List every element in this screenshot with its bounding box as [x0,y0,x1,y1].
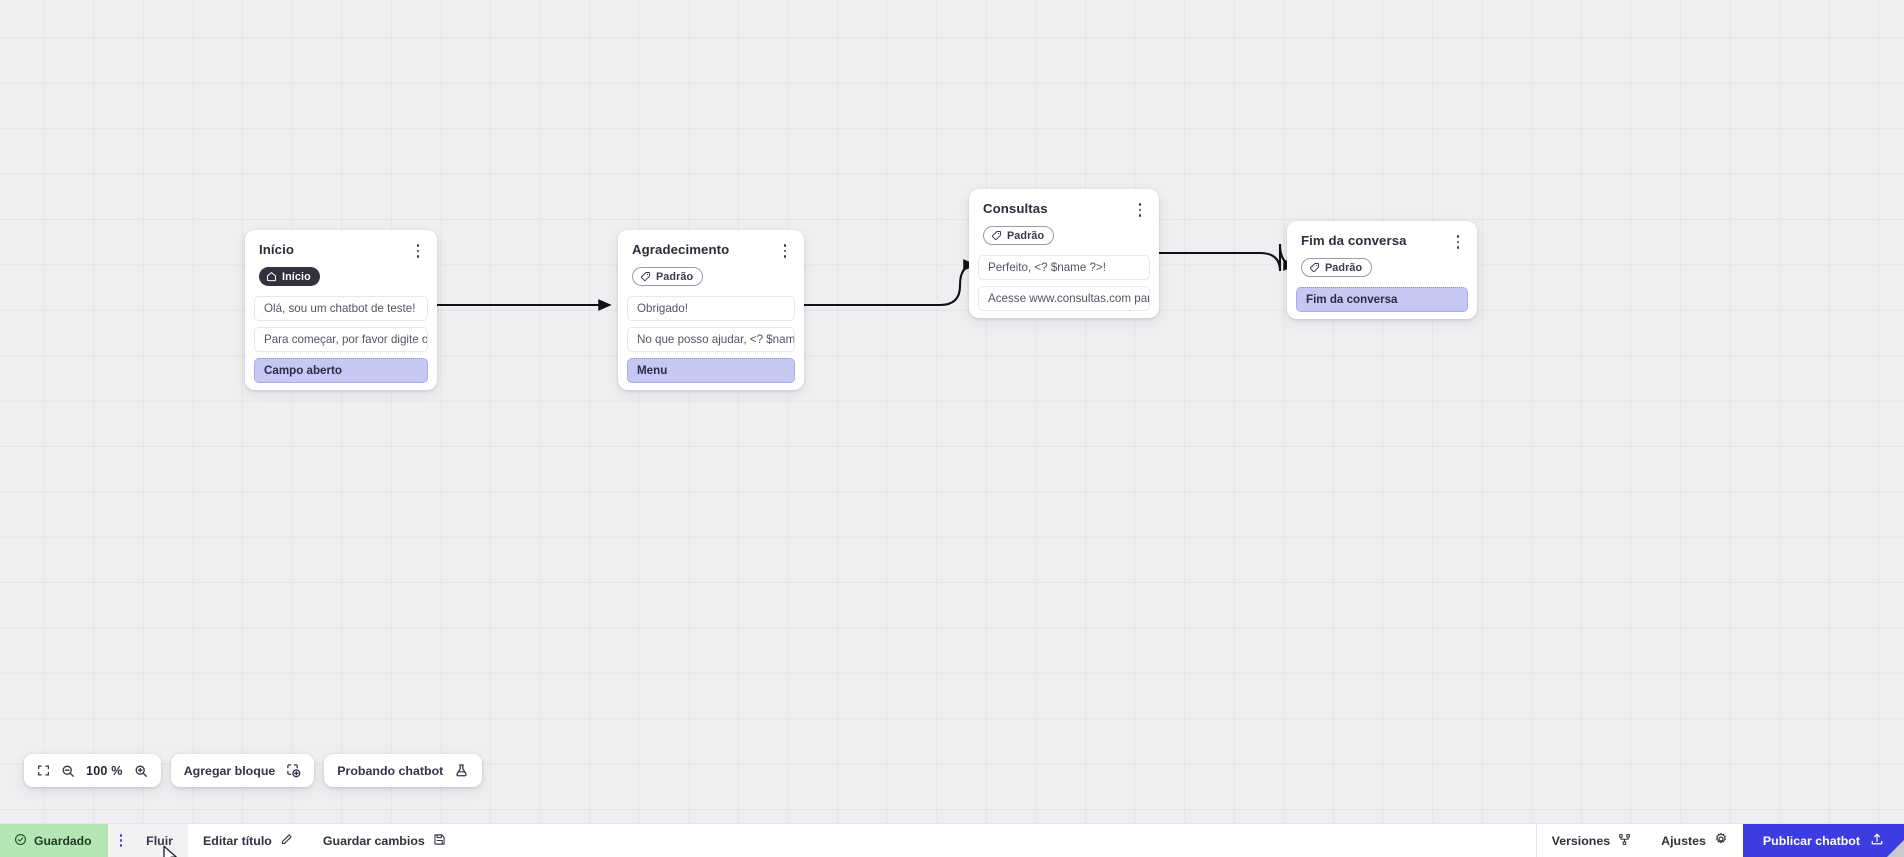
node-row-message[interactable]: Perfeito, <? $name ?>! [978,255,1150,280]
pencil-icon [280,833,293,849]
node-badge-label: Padrão [656,270,694,283]
zoom-in-icon[interactable] [134,764,148,778]
versions-button[interactable]: Versiones [1537,824,1647,857]
node-badge-padrao: Padrão [983,226,1055,245]
window-resize-grip[interactable] [1887,840,1904,857]
flask-icon [454,763,469,778]
edit-title-label: Editar título [203,833,272,848]
node-header: Agradecimento Padrão [618,230,804,296]
node-badge-padrao: Padrão [632,267,704,286]
node-badge-label: Padrão [1007,229,1045,242]
node-row-message[interactable]: Acesse www.consultas.com par... [978,286,1150,311]
node-rows: Olá, sou um chatbot de teste! Para começ… [245,296,437,383]
save-changes-button[interactable]: Guardar cambios [308,824,461,857]
edge-consultas-fim [1158,243,1297,272]
publish-chatbot-button[interactable]: Publicar chatbot [1742,824,1904,857]
node-row-message[interactable]: Olá, sou um chatbot de teste! [254,296,428,321]
node-fim-da-conversa[interactable]: Fim da conversa Padrão Fim da conversa [1287,221,1477,319]
flow-connectors [437,243,1297,311]
versions-label: Versiones [1551,833,1611,848]
edit-title-button[interactable]: Editar título [188,824,308,857]
zoom-controls: 100 % [24,754,161,787]
node-header: Fim da conversa Padrão [1287,221,1477,287]
node-menu-button[interactable] [1450,233,1466,251]
node-row-message[interactable]: Para começar, por favor digite o ... [254,327,428,352]
node-rows: Perfeito, <? $name ?>! Acesse www.consul… [969,255,1159,311]
bottom-bar-spacer [461,824,1536,857]
node-agradecimento[interactable]: Agradecimento Padrão Obrigado! No que po… [618,230,804,390]
edge-agradecimento-consultas [803,259,977,307]
node-menu-button[interactable] [1132,201,1148,219]
node-row-action[interactable]: Fim da conversa [1296,287,1468,312]
node-rows: Obrigado! No que posso ajudar, <? $name … [618,296,804,383]
tag-icon [1309,263,1320,273]
tab-fluir-label: Fluir [146,833,174,848]
tag-icon [640,272,651,282]
zoom-level-label: 100 % [86,763,123,778]
add-block-icon [286,763,301,778]
node-badge-inicio: Início [259,267,320,286]
test-chatbot-label: Probando chatbot [337,763,444,778]
settings-button[interactable]: Ajustes [1646,824,1743,857]
node-header: Consultas Padrão [969,189,1159,255]
saved-status-badge: Guardado [0,824,108,857]
node-row-action[interactable]: Campo aberto [254,358,428,383]
bottom-bar: Guardado Fluir Editar título Guardar cam… [0,823,1904,857]
gear-icon [1714,832,1728,849]
node-title: Fim da conversa [1301,233,1407,248]
fit-screen-icon[interactable] [37,764,50,777]
node-consultas[interactable]: Consultas Padrão Perfeito, <? $name ?>! … [969,189,1159,318]
floppy-disk-icon [433,833,446,849]
check-circle-icon [14,833,27,849]
node-rows: Fim da conversa [1287,287,1477,312]
upload-icon [1870,832,1884,849]
branch-icon [1618,833,1631,849]
node-badge-label: Início [282,270,311,283]
node-row-message[interactable]: Obrigado! [627,296,795,321]
node-badge-label: Padrão [1325,261,1363,274]
tag-icon [991,231,1002,241]
settings-label: Ajustes [1661,833,1706,848]
canvas-toolbar: 100 % Agregar bloque Probando chatbot [24,754,483,787]
tab-fluir[interactable]: Fluir [131,824,189,857]
add-block-button[interactable]: Agregar bloque [170,754,315,787]
flow-canvas[interactable]: Início Início Olá, sou um chatbot de tes… [0,0,1904,823]
node-title: Agradecimento [632,242,730,257]
bottom-bar-menu-button[interactable] [107,824,132,857]
node-title: Consultas [983,201,1048,216]
node-title: Início [259,242,295,257]
home-icon [266,272,277,282]
node-menu-button[interactable] [777,242,793,260]
zoom-out-icon[interactable] [61,764,75,778]
test-chatbot-button[interactable]: Probando chatbot [324,754,483,787]
save-changes-label: Guardar cambios [322,833,425,848]
node-inicio[interactable]: Início Início Olá, sou um chatbot de tes… [245,230,437,390]
publish-label: Publicar chatbot [1762,833,1860,848]
saved-label: Guardado [34,833,92,848]
node-row-action[interactable]: Menu [627,358,795,383]
add-block-label: Agregar bloque [183,763,276,778]
node-header: Início Início [245,230,437,296]
node-badge-padrao: Padrão [1301,258,1373,277]
node-row-message[interactable]: No que posso ajudar, <? $name ... [627,327,795,352]
node-menu-button[interactable] [410,242,426,260]
bottom-bar-right-group: Versiones Ajustes Publicar chatbot [1535,824,1904,857]
